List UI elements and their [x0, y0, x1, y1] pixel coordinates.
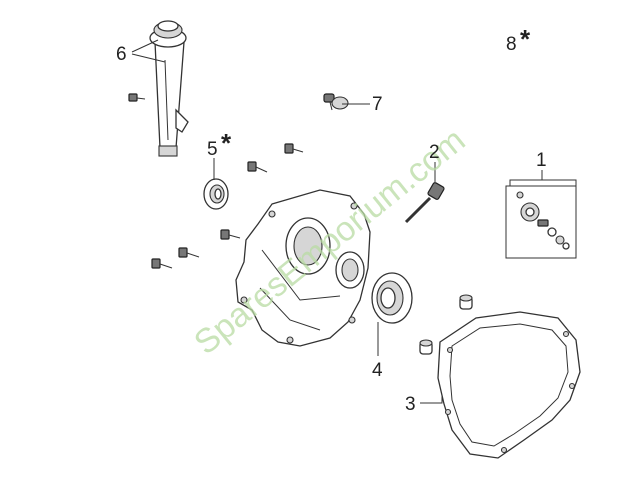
callout-7: 7 [372, 94, 383, 115]
oil-sensor-part [404, 182, 445, 224]
oil-seal-part [203, 178, 229, 210]
bolt-a [284, 143, 304, 154]
callout-6: 6 [116, 44, 127, 65]
breather-fitting-part [323, 93, 349, 111]
bolts-group [151, 143, 304, 269]
oil-filler-tube-part [149, 20, 189, 157]
leader-lines [131, 39, 577, 404]
callout-8: 8 [506, 34, 517, 55]
crankcase-cover-part [235, 189, 371, 347]
bearing-part [371, 272, 413, 324]
governor-kit-part [505, 185, 577, 259]
callout-3: 3 [405, 394, 416, 415]
callout-5-star: * [221, 128, 232, 158]
leader-6b [131, 53, 166, 63]
bolt-small-6 [128, 93, 146, 102]
leader-1 [509, 170, 577, 186]
callout-4: 4 [372, 360, 383, 381]
bolt-e [151, 258, 173, 269]
dowel-pin-b [419, 339, 433, 355]
gasket-part [437, 311, 581, 459]
callout-labels: 6 8 * 7 5 * 2 1 4 3 [116, 24, 547, 415]
dowel-pin-a [459, 294, 473, 310]
callout-8-star: * [520, 24, 531, 54]
callout-5: 5 [207, 139, 218, 160]
callout-2: 2 [429, 142, 440, 163]
bolt-b [247, 161, 268, 173]
leader-3 [420, 396, 443, 404]
dowel-pins [419, 294, 473, 355]
leader-6a [131, 39, 159, 53]
bolt-d [178, 247, 200, 258]
bolt-c [220, 229, 241, 240]
callout-1: 1 [536, 150, 547, 171]
